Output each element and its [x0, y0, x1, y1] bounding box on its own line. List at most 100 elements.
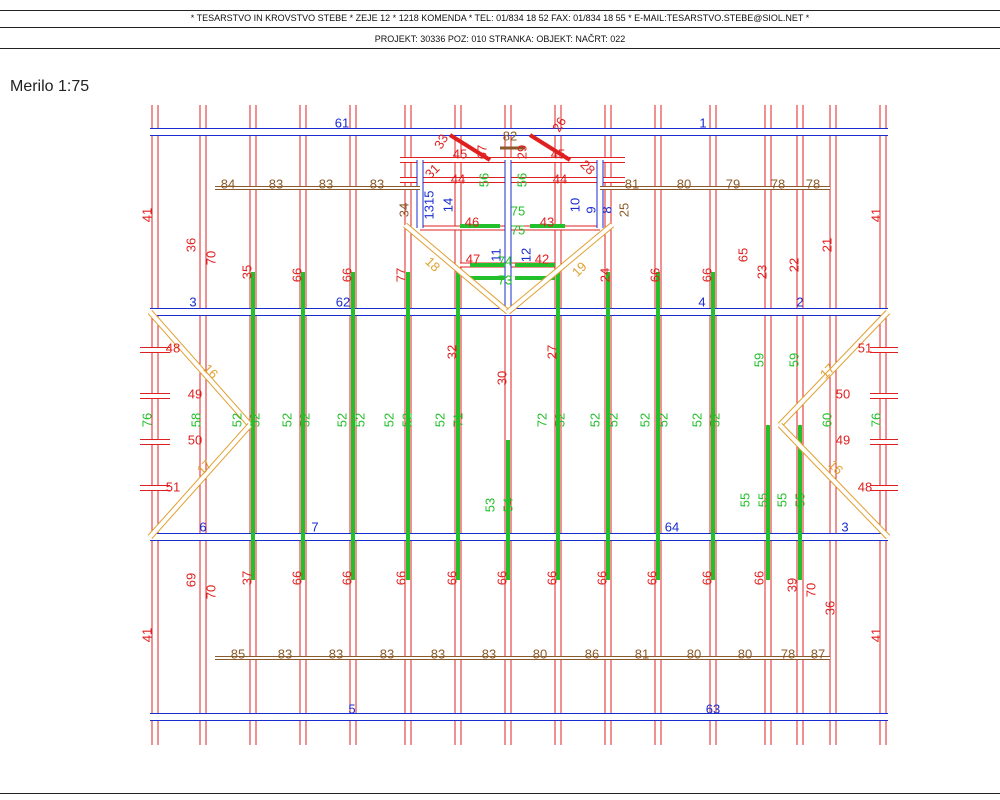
hip-rafter-inner: [778, 423, 890, 539]
member-label-orange: 17: [194, 457, 215, 478]
member-label-red: 23: [754, 265, 769, 279]
member-label-red: 70: [803, 583, 818, 597]
red-brace: [448, 133, 492, 162]
member-label-green: 52: [655, 413, 670, 427]
member-label-green: 52: [587, 413, 602, 427]
member-label-green: 52: [334, 413, 349, 427]
member-label-red: 47: [466, 251, 480, 266]
member-label-blue: 64: [665, 519, 679, 534]
member-label-red: 44: [553, 171, 567, 186]
member-label-green: 60: [819, 413, 834, 427]
member-label-brown: 78: [781, 646, 795, 661]
member-label-blue: 12: [518, 248, 533, 262]
member-label-brown: 80: [533, 646, 547, 661]
member-label-green: 56: [476, 173, 491, 187]
member-label-brown: 84: [221, 176, 235, 191]
member-label-green: 56: [514, 173, 529, 187]
member-label-blue: 1: [699, 115, 706, 130]
member-label-green: 52: [605, 413, 620, 427]
member-label-blue: 63: [706, 701, 720, 716]
member-label-red: 48: [166, 340, 180, 355]
hip-rafter-inner: [506, 223, 614, 314]
member-label-red: 41: [139, 628, 154, 642]
member-label-red: 67: [474, 145, 489, 159]
member-label-brown: 80: [677, 176, 691, 191]
member-label-red: 66: [644, 571, 659, 585]
member-label-green: 53: [482, 498, 497, 512]
member-label-red: 39: [784, 578, 799, 592]
member-label-green: 55: [774, 493, 789, 507]
member-label-red: 35: [239, 265, 254, 279]
member-label-blue: 1315: [421, 191, 436, 220]
member-label-blue: 61: [335, 115, 349, 130]
member-label-red: 70: [203, 585, 218, 599]
member-label-green: 59: [786, 353, 801, 367]
member-label-brown: 81: [625, 176, 639, 191]
member-label-green: 74: [498, 253, 512, 268]
hip-rafter-inner: [778, 310, 890, 427]
member-label-red: 46: [465, 214, 479, 229]
member-label-green: 73: [498, 272, 512, 287]
member-label-blue: 6: [199, 519, 206, 534]
member-label-green: 54: [500, 498, 515, 512]
member-label-green: 72: [534, 413, 549, 427]
header-rule-top: [0, 10, 1000, 11]
member-label-red: 22: [786, 258, 801, 272]
member-label-red: 48: [858, 479, 872, 494]
drawing-scale: Merilo 1:75: [10, 78, 90, 95]
member-label-brown: 83: [278, 646, 292, 661]
member-label-red: 41: [868, 628, 883, 642]
member-label-brown: 80: [687, 646, 701, 661]
member-label-red: 66: [339, 268, 354, 282]
member-label-green: 76: [868, 413, 883, 427]
member-label-brown: 83: [482, 646, 496, 661]
member-label-red: 49: [836, 432, 850, 447]
member-label-red: 77: [393, 268, 408, 282]
member-label-brown: 87: [811, 646, 825, 661]
member-label-red: 43: [540, 214, 554, 229]
member-label-red: 26: [549, 114, 569, 134]
member-label-blue: 3: [189, 294, 196, 309]
member-label-green: 59: [751, 353, 766, 367]
member-label-blue: 5: [348, 701, 355, 716]
member-label-red: 32: [444, 345, 459, 359]
member-label-blue: 8: [599, 206, 614, 213]
member-label-brown: 83: [370, 176, 384, 191]
member-label-red: 66: [339, 571, 354, 585]
member-label-green: 76: [139, 413, 154, 427]
member-label-green: 75: [511, 203, 525, 218]
member-label-red: 66: [544, 571, 559, 585]
member-label-blue: 3: [841, 519, 848, 534]
member-label-green: 52: [229, 413, 244, 427]
member-label-red: 29: [514, 145, 529, 159]
member-label-brown: 86: [585, 646, 599, 661]
member-label-green: 52: [432, 413, 447, 427]
member-label-blue: 2: [796, 294, 803, 309]
member-label-brown: 83: [380, 646, 394, 661]
member-label-brown: 78: [771, 176, 785, 191]
member-label-green: 52: [247, 413, 262, 427]
member-label-red: 49: [188, 386, 202, 401]
member-label-green: 52: [297, 413, 312, 427]
member-label-blue: 11: [488, 248, 503, 262]
member-label-red: 41: [868, 208, 883, 222]
member-label-green: 58: [188, 413, 203, 427]
footer-rule: [0, 793, 1000, 794]
member-label-green: 52: [707, 413, 722, 427]
member-label-red: 70: [203, 251, 218, 265]
member-label-red: 66: [699, 571, 714, 585]
member-label-brown: 82: [503, 128, 517, 143]
member-label-red: 69: [183, 573, 198, 587]
member-label-red: 66: [647, 268, 662, 282]
member-label-red: 45: [453, 146, 467, 161]
member-label-brown: 34: [396, 203, 411, 217]
member-label-brown: 80: [738, 646, 752, 661]
member-label-red: 27: [544, 345, 559, 359]
member-label-green: 52: [552, 413, 567, 427]
member-label-brown: 83: [329, 646, 343, 661]
header-rule-mid: [0, 27, 1000, 28]
member-label-red: 36: [183, 238, 198, 252]
member-label-red: 33: [431, 131, 451, 151]
member-label-green: 55: [737, 493, 752, 507]
